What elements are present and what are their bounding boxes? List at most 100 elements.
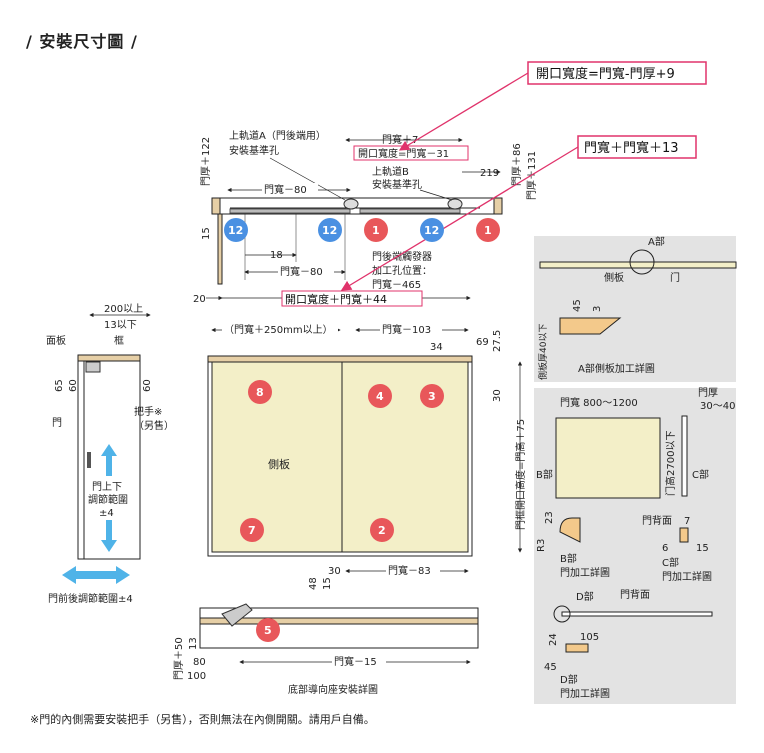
badge-12c [420, 218, 444, 242]
detail-b-caption-2: 門加工詳圖 [560, 566, 610, 579]
detail-b-d23: 23 [544, 511, 555, 524]
rail-b-label: 上軌道B [372, 165, 409, 178]
dim-w250-label: （門寬＋250mm以上） [224, 323, 333, 336]
detail-d-shape [565, 643, 589, 653]
arrow-front-back [62, 566, 130, 584]
dim-60a: 60 [68, 379, 79, 392]
callout-open-width-text: 開口寬度=門寬-門厚+9 [536, 66, 675, 82]
dim-275: 27.5 [492, 330, 503, 352]
dim-door-minus80-label: 門寬－80 [264, 183, 307, 196]
page-title: / 安裝尺寸圖 / [26, 32, 138, 51]
bottom-wood [199, 617, 479, 625]
door-thk-86: 門厚＋86 [511, 143, 523, 186]
badge-1a [364, 218, 388, 242]
detail-d-circle [553, 605, 571, 623]
door-thk-122: 門厚＋122 [200, 137, 212, 186]
detail-c-d15: 15 [696, 543, 709, 554]
open-width-box [353, 145, 469, 161]
callout-door-plus-arrow [340, 146, 579, 291]
bottom-guide [221, 603, 253, 627]
front-view: 側板 （門寬＋250mm以上） 門寬－103 34 69 27.5 30 門框開… [207, 323, 527, 590]
badge-12b [318, 218, 342, 242]
badge-1a-text: 1 [372, 224, 380, 237]
bottom-caption: 底部導向座安裝詳圖 [288, 683, 378, 696]
side-roller [85, 361, 101, 373]
dim-100-bottom: 100 [187, 671, 206, 682]
detail-c-back: 門背面 [642, 514, 672, 527]
dim-48: 48 [308, 577, 319, 590]
updown-label-3: ±4 [99, 508, 114, 519]
arrow-down [101, 520, 117, 552]
frame-height-label: 門框開口高度=門高＋75 [514, 419, 527, 530]
detail-b-label: B部 [536, 468, 553, 481]
badge-4-text: 4 [376, 390, 384, 403]
detail-a-side: 側板 [604, 271, 624, 284]
detail-door-rect [555, 417, 661, 499]
rail-b-hole-label: 安裝基準孔 [372, 178, 422, 191]
dim-w-minus103-label: 門寬－103 [382, 323, 431, 336]
frame-label: 框 [114, 334, 124, 347]
detail-a-circle [629, 249, 655, 275]
detail-a-panel: A部 側板 门 45 3 側板厚40以下 A部側板加工詳圖 [534, 235, 737, 382]
detail-a-bg [534, 236, 736, 382]
detail-d-caption-1: D部 [560, 673, 578, 686]
roller-a [343, 198, 359, 210]
badge-2 [370, 518, 394, 542]
badge-12b-text: 12 [322, 224, 337, 237]
rail-a-hole-label: 安裝基準孔 [229, 144, 279, 157]
badges: 12 12 1 12 1 8 4 3 7 2 5 [224, 218, 500, 642]
bottom-view: 門厚＋50 13 80 100 門寬－15 底部導向座安裝詳圖 [173, 603, 479, 696]
top-side-panel [217, 213, 223, 285]
dim-34: 34 [430, 342, 443, 353]
detail-a-caption: A部側板加工詳圖 [578, 362, 655, 375]
detail-b-r3: R3 [536, 539, 547, 552]
dim-65: 65 [54, 379, 65, 392]
dim-18-label: 18 [270, 250, 283, 261]
handle [87, 452, 91, 468]
detail-a-panel-bar [539, 261, 737, 269]
trigger-label-1: 門後端觸發器 [372, 250, 432, 263]
door-panel-area [341, 359, 469, 553]
badge-5-text: 5 [264, 624, 272, 637]
detail-door-panel: 門寬 800～1200 門厚 30～40 门高2700以下 B部 C部 23 R… [534, 387, 736, 704]
detail-d-d105: 105 [580, 632, 599, 643]
detail-door-edge [681, 415, 688, 497]
rail-a [229, 208, 351, 214]
side-panel-label: 側板 [268, 457, 290, 471]
roller-b [447, 198, 463, 210]
dim-door-plus7-label: 門寬＋7 [382, 133, 418, 146]
detail-c-d7: 7 [684, 516, 690, 527]
trigger-label-3: 門寬－465 [372, 278, 421, 291]
badge-8-text: 8 [256, 386, 264, 399]
rail-b-leader [419, 189, 453, 201]
badge-3 [420, 384, 444, 408]
detail-door-width: 門寬 800～1200 [560, 396, 638, 409]
detail-c-shape [679, 527, 689, 543]
dim-w-minus83-label: 門寬－83 [388, 564, 431, 577]
open-width-label: 開口寬度=門寬－31 [358, 147, 449, 160]
detail-a-vert: 側板厚40以下 [537, 324, 549, 380]
badge-7-text: 7 [248, 524, 256, 537]
badge-12c-text: 12 [424, 224, 439, 237]
detail-c-label: C部 [692, 468, 709, 481]
detail-d-back: 門背面 [620, 588, 650, 601]
callout-door-plus-text: 門寬＋門寬＋13 [584, 140, 679, 156]
dim-80-bottom: 80 [193, 657, 206, 668]
detail-b-shape [559, 517, 581, 543]
detail-c-d6: 6 [662, 543, 668, 554]
callouts: 開口寬度=門寬-門厚+9 門寬＋門寬＋13 [340, 61, 707, 291]
detail-d-bar [561, 611, 713, 617]
handle-label-1: 把手※ [134, 405, 162, 418]
updown-label-1: 門上下 [92, 481, 122, 493]
dim-door-minus80b-label: 門寬－80 [280, 265, 323, 278]
dim-15b: 15 [322, 577, 333, 590]
trigger-label-2: 加工孔位置： [372, 264, 432, 277]
dim-13-bottom: 13 [188, 637, 199, 650]
dim-60b: 60 [142, 379, 153, 392]
detail-a-profile [559, 317, 622, 335]
dim-w-minus15-label: 門寬－15 [334, 655, 377, 668]
top-view: 上軌道A（門後端用） 安裝基準孔 上軌道B 安裝基準孔 門寬＋7 開口寬度=門寬… [193, 129, 538, 307]
detail-d-d45: 45 [544, 662, 557, 673]
